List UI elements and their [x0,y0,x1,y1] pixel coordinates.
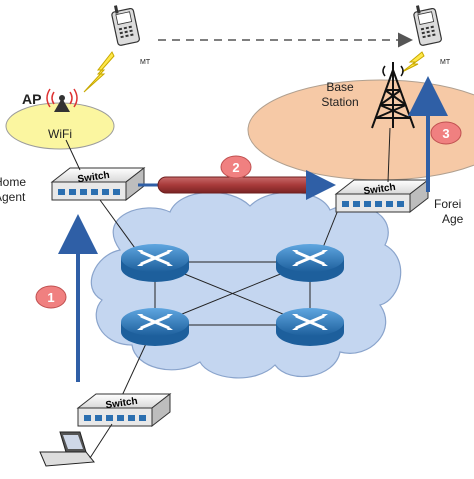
ap-label: AP [22,91,41,107]
tunnel-pipe [157,176,315,194]
mt-left-label: MT [140,59,151,66]
base-station-label-1: Base [326,80,354,94]
switch-bottom: Switch [77,393,171,427]
home-agent-label-2: Agent [0,190,26,204]
switch-home-agent: Switch [51,167,145,201]
step-badge-2: 2 [220,155,252,179]
foreign-agent-label-1: Forei [434,197,461,211]
laptop-switch-link [89,423,113,459]
router-top-right [274,242,346,284]
switch-home-label: Switch [77,170,110,185]
switch-foreign-agent: Switch [335,179,429,213]
step-badge-1: 1 [35,285,67,309]
base-station-tower-icon [371,62,415,129]
base-station-label-2: Station [321,95,358,109]
wireless-signal-wifi-icon [83,51,115,93]
laptop-icon [39,431,95,467]
core-network-cloud [90,191,402,379]
mobile-terminal-left-icon [109,1,141,47]
switch-bottom-label: Switch [105,396,138,411]
access-point-icon [46,88,78,112]
step-badge-1-label: 1 [47,290,54,305]
router-top-left [119,242,191,284]
home-agent-label-1: Home [0,175,26,189]
mt-right-label: MT [440,59,451,66]
step-badge-2-label: 2 [232,160,239,175]
basestation-switch-link [387,127,391,183]
step-badge-3: 3 [430,121,462,145]
step-badge-3-label: 3 [442,126,449,141]
foreign-agent-label-2: Age [442,212,464,226]
ap-switch-link [65,139,81,171]
router-bottom-right [274,306,346,348]
switch-foreign-label: Switch [363,182,396,197]
wifi-label: WiFi [48,127,72,141]
wireless-signal-cell-icon [401,51,425,73]
mobile-terminal-right-icon [411,1,443,47]
router-bottom-left [119,306,191,348]
